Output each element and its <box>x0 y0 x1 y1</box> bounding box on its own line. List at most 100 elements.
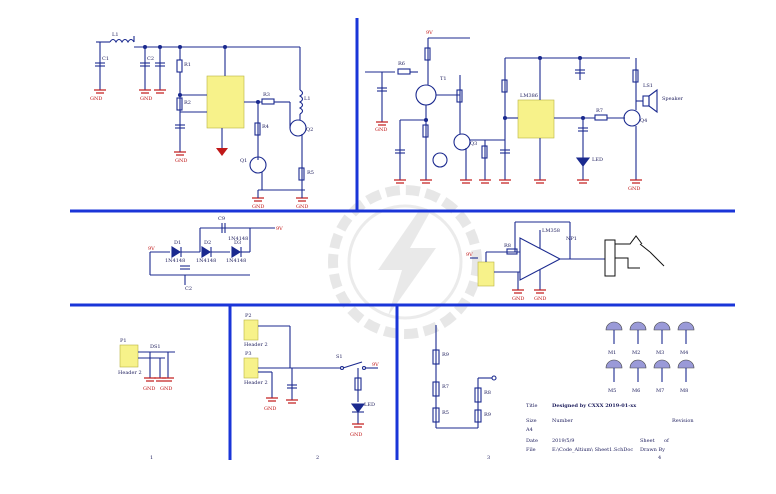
mounting-hole-m4: M4 <box>677 321 695 356</box>
svg-text:M5: M5 <box>608 388 616 394</box>
gnd-label-11: GND <box>160 386 172 392</box>
file-value: E:\Code_Altium\ Sheet1.SchDoc <box>552 447 633 453</box>
revision-label: Revision <box>672 418 694 424</box>
label-c9: C9 <box>218 216 225 222</box>
gnd-label-12: GND <box>264 406 276 412</box>
svg-text:M3: M3 <box>656 350 664 356</box>
mounting-hole-m5: M5 <box>605 359 623 394</box>
label-led-bottom: LED <box>364 402 375 408</box>
label-d-output: 9V <box>276 226 283 232</box>
label-header-p3: Header 2 <box>244 380 268 386</box>
sheet-label: Sheet <box>640 438 655 444</box>
size-label: Size <box>526 418 537 424</box>
date-label: Date <box>526 438 538 444</box>
header-p2 <box>243 319 259 341</box>
diode-chain-circuit: 9V D1 D2 D3 1N4148 1N4148 1N4148 C9 1N41… <box>148 216 283 292</box>
label-l1: L1 <box>112 32 119 38</box>
label-c1: C1 <box>102 56 109 62</box>
label-cap-value: C2 <box>185 286 192 292</box>
svg-text:M2: M2 <box>632 350 640 356</box>
label-r1: R1 <box>184 62 191 68</box>
mounting-hole-m7: M7 <box>653 359 671 394</box>
sheet-of: of <box>664 438 670 444</box>
zone-number-1: 1 <box>150 455 153 461</box>
gnd-label-5: GND <box>296 204 308 210</box>
label-r3: R3 <box>263 92 270 98</box>
label-t1: T1 <box>440 76 447 82</box>
label-p3: P3 <box>245 351 252 357</box>
title-label: Title <box>526 403 538 409</box>
label-c2: C2 <box>147 56 154 62</box>
label-lm386: LM386 <box>520 93 538 99</box>
label-opamp-input: 9V <box>466 252 473 258</box>
label-r10: R7 <box>442 384 449 390</box>
microphone-icon <box>415 84 437 106</box>
mounting-hole-m1: M1 <box>605 321 623 356</box>
zone-number-3: 3 <box>487 455 490 461</box>
label-r12: R8 <box>484 390 491 396</box>
header-connector <box>477 261 495 287</box>
timer-ic <box>206 75 245 129</box>
date-value: 2019/5/9 <box>552 438 574 444</box>
gnd-label-10: GND <box>143 386 155 392</box>
gear-lightning-logo <box>328 185 482 339</box>
label-header-p2: Header 2 <box>244 342 268 348</box>
label-q4: Q4 <box>640 118 647 124</box>
zone1-header-circuit: P1 DS1 Header 2 GND GND <box>118 338 175 392</box>
label-p2: P2 <box>245 313 252 319</box>
label-switch-output: 9V <box>372 362 379 368</box>
gnd-label-6: GND <box>375 127 387 133</box>
zone-number-2: 2 <box>316 455 319 461</box>
label-q2: Q2 <box>306 127 313 133</box>
gnd-label-4: GND <box>252 204 264 210</box>
top-right-amplifier-circuit: 9V R6 T1 LM386 Q3 Q4 LS1 Speaker LED R7 … <box>365 30 684 192</box>
zone2-switch-led-circuit: P2 P3 Header 2 Header 2 S1 LED 9V GND GN… <box>243 313 379 438</box>
drawn-by-label: Drawn By <box>640 447 665 453</box>
label-p1: P1 <box>120 338 127 344</box>
label-q3: Q3 <box>470 141 477 147</box>
gnd-label-8: GND <box>512 296 524 302</box>
svg-text:M4: M4 <box>680 350 688 356</box>
label-ds1: DS1 <box>150 344 161 350</box>
svg-text:M7: M7 <box>656 388 664 394</box>
file-label: File <box>526 447 536 453</box>
label-np1: NP1 <box>566 236 577 242</box>
gnd-label-3: GND <box>175 158 187 164</box>
lm386-ic <box>517 99 555 139</box>
label-r7: R7 <box>596 108 603 114</box>
title-block: Title Designed by CXXX 2019-01-xx Size A… <box>525 403 694 453</box>
supply-label: 9V <box>426 30 433 36</box>
top-left-oscillator-circuit: L1 C1 C2 R1 R2 R3 R4 Q2 Q1 R5 L1 GND GND… <box>90 32 314 210</box>
sheet-dividers <box>70 18 735 460</box>
label-s1: S1 <box>336 354 343 360</box>
zone-number-4: 4 <box>658 455 661 461</box>
label-lm358: LM358 <box>542 228 560 234</box>
label-ls1: LS1 <box>643 83 653 89</box>
mounting-holes: M1 M2 M3 M4 M5 M6 M7 M8 <box>605 321 695 394</box>
mounting-hole-m2: M2 <box>629 321 647 356</box>
header-p1 <box>119 344 139 368</box>
mounting-hole-m3: M3 <box>653 321 671 356</box>
mounting-hole-m6: M6 <box>629 359 647 394</box>
label-r13: R9 <box>484 412 491 418</box>
header-p3 <box>243 357 259 379</box>
gnd-label-7: GND <box>628 186 640 192</box>
label-r11: R5 <box>442 410 449 416</box>
label-r2: R2 <box>184 100 191 106</box>
label-speaker: Speaker <box>662 96 684 102</box>
number-label: Number <box>552 418 573 424</box>
label-in4148-top: 1N4148 <box>228 236 248 242</box>
label-header-p1: Header 2 <box>118 370 142 376</box>
label-in4148-a: 1N4148 <box>165 258 185 264</box>
label-d-input: 9V <box>148 246 155 252</box>
label-r5: R5 <box>307 170 314 176</box>
label-d3: D3 <box>234 240 241 246</box>
gnd-label-1: GND <box>90 96 102 102</box>
gnd-label-13: GND <box>350 432 362 438</box>
label-led: LED <box>592 157 603 163</box>
svg-text:M1: M1 <box>608 350 616 356</box>
label-l1-right: L1 <box>304 96 311 102</box>
mounting-hole-m8: M8 <box>677 359 695 394</box>
size-value: A4 <box>525 427 533 433</box>
